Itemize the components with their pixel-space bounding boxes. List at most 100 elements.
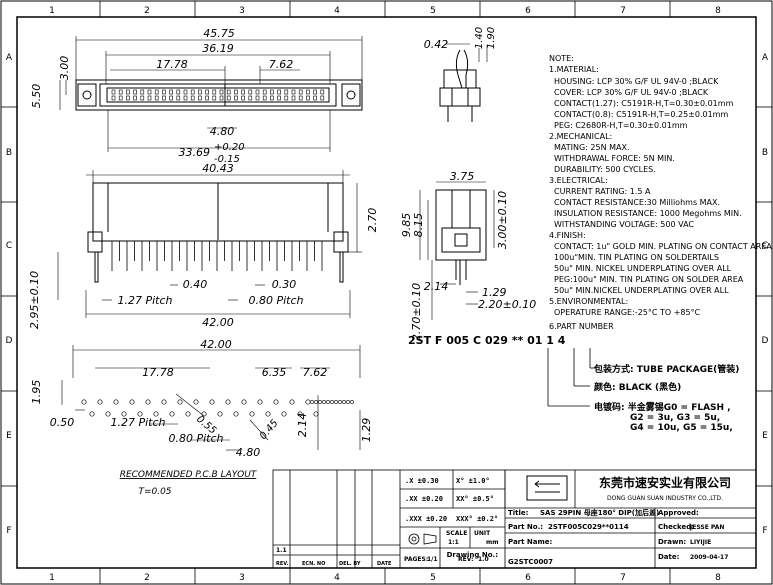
drawing-no-value: G2STC0007 bbox=[508, 558, 553, 566]
dim-body-length: 36.19 bbox=[202, 42, 234, 55]
company-name-cn: 东莞市速安实业有限公司 bbox=[599, 475, 731, 490]
tolerance-2: .XX ±0.20 bbox=[405, 495, 443, 503]
pcb-pad bbox=[97, 399, 103, 405]
top-pin bbox=[298, 95, 303, 101]
pcb-pad bbox=[289, 399, 295, 405]
dim-040: 0.40 bbox=[183, 278, 208, 291]
pcb-dim-1778: 17.78 bbox=[142, 366, 174, 379]
top-pin bbox=[226, 95, 231, 101]
top-pin bbox=[306, 89, 310, 95]
grid-col-label: 8 bbox=[715, 6, 721, 16]
drawing-no-label: Drawing No.: bbox=[447, 551, 499, 559]
pcb-pad bbox=[169, 411, 175, 417]
tolerance-3: .XXX ±0.20 bbox=[405, 515, 447, 523]
top-pin bbox=[270, 95, 274, 101]
note-line: CONTACT(1.27): C5191R-H,T=0.30±0.01mm bbox=[554, 99, 734, 108]
grid-col-label: 3 bbox=[239, 6, 245, 16]
title-block: .X ±0.30 .XX ±0.20 .XXX ±0.20 X° ±1.0° X… bbox=[272, 469, 757, 569]
pcb-pad bbox=[314, 400, 318, 404]
top-pin bbox=[154, 89, 159, 95]
grid-col-label: 8 bbox=[715, 573, 721, 583]
pcb-dim-4200: 42.00 bbox=[200, 338, 232, 351]
unit-label: UNIT bbox=[474, 530, 491, 537]
dim-front-height: 2.70 bbox=[366, 208, 379, 233]
package-option: 包装方式: TUBE PACKAGE(管装) bbox=[593, 363, 739, 375]
angle-tolerance-1: X° ±1.0° bbox=[456, 477, 490, 485]
grid-col-label: 2 bbox=[144, 6, 150, 16]
dim-480: 4.80 bbox=[210, 125, 235, 138]
top-pin bbox=[234, 95, 238, 101]
grid-row-label: D bbox=[762, 336, 769, 346]
top-pin bbox=[262, 89, 267, 95]
tolerance-1: .X ±0.30 bbox=[405, 477, 439, 485]
top-view: 45.75 36.19 17.78 7.62 4.80 33.69 +0.20 … bbox=[30, 27, 363, 165]
pcb-dim-045: 0.45 bbox=[258, 418, 281, 442]
grid-col-label: 7 bbox=[620, 573, 626, 583]
dim-overall-length: 45.75 bbox=[203, 27, 235, 40]
pcb-pad bbox=[350, 400, 354, 404]
note-line: 100u"MIN. TIN PLATING ON SOLDERTAILS bbox=[554, 253, 719, 262]
pcb-pad bbox=[326, 400, 330, 404]
grid-col-label: 1 bbox=[49, 6, 55, 16]
pcb-pad bbox=[153, 411, 159, 417]
top-pin bbox=[313, 89, 317, 95]
grid-col-label: 2 bbox=[144, 573, 150, 583]
pcb-pad bbox=[233, 411, 239, 417]
note-line: 50u" MIN. NICKEL UNDERPLATING OVER ALL bbox=[554, 264, 732, 273]
top-pin bbox=[298, 89, 303, 95]
note-line: 1.MATERIAL: bbox=[549, 65, 599, 74]
top-pin bbox=[205, 95, 209, 101]
rev-value: 1.0 bbox=[478, 556, 489, 563]
front-view: 40.43 2.70 0.40 0.30 1.27 Pitch 0.80 Pit… bbox=[28, 162, 379, 329]
pcb-layout-title: RECOMMENDED P.C.B LAYOUT bbox=[120, 470, 258, 480]
note-line: WITHSTANDING VOLTAGE: 500 VAC bbox=[554, 220, 694, 229]
plating-code-3: G4 = 10u, G5 = 15u, bbox=[630, 423, 733, 433]
pcb-pad bbox=[313, 411, 319, 417]
dim-190: 1.90 bbox=[486, 27, 497, 49]
revision-row: 1.1 bbox=[276, 547, 287, 554]
note-line: 4.FINISH: bbox=[549, 231, 586, 240]
rev-label: REV: bbox=[458, 556, 474, 563]
dim-762: 7.62 bbox=[269, 58, 294, 71]
date-value: 2009-04-17 bbox=[690, 554, 728, 561]
dim-295: 2.95±0.10 bbox=[28, 271, 41, 329]
grid-row-label: E bbox=[762, 431, 768, 441]
drawn-value: LIYIJIE bbox=[690, 539, 711, 546]
grid-row-label: A bbox=[6, 53, 13, 63]
top-pin bbox=[313, 95, 317, 101]
grid-col-label: 6 bbox=[525, 6, 531, 16]
top-pin bbox=[154, 95, 159, 101]
pcb-pad bbox=[225, 399, 231, 405]
pcb-pad bbox=[185, 411, 191, 417]
top-pin bbox=[255, 89, 260, 95]
approved-label: Approved: bbox=[658, 509, 699, 517]
pcb-dim-635: 6.35 bbox=[262, 366, 287, 379]
top-pin bbox=[270, 89, 274, 95]
pcb-dim-214: 2.14 bbox=[296, 413, 309, 438]
pcb-pad bbox=[281, 411, 287, 417]
dim-3369: 33.69 bbox=[179, 146, 211, 159]
grid-row-label: B bbox=[762, 148, 768, 158]
top-pin bbox=[133, 95, 137, 101]
top-pin bbox=[176, 89, 181, 95]
pcb-pad bbox=[177, 399, 183, 405]
ecn-header: ECN. NO bbox=[302, 561, 325, 567]
title-label: Title: bbox=[508, 509, 529, 517]
grid-row-label: C bbox=[6, 241, 12, 251]
checked-value: JESSE PAN bbox=[689, 524, 724, 531]
top-pin bbox=[277, 95, 281, 101]
pcb-pad bbox=[105, 411, 111, 417]
top-pin bbox=[320, 95, 325, 101]
front-pin-row bbox=[111, 241, 323, 271]
company-name-en: DONG GUAN SUAN INDUSTRY CO.,LTD. bbox=[607, 495, 723, 502]
company-logo bbox=[526, 475, 568, 501]
top-pin bbox=[284, 95, 289, 101]
dim-front-4200: 42.00 bbox=[202, 316, 234, 329]
dim-side-300: 3.00±0.10 bbox=[496, 191, 509, 249]
side-view: 3.75 9.85 8.15 3.00±0.10 2.14 2.70±0.10 … bbox=[400, 170, 536, 341]
grid-col-label: 4 bbox=[334, 573, 340, 583]
top-pin bbox=[140, 89, 145, 95]
top-pin bbox=[169, 89, 173, 95]
plating-code-1: 电镀码: 半金雾锡G0 = FLASH , bbox=[594, 401, 731, 413]
grid-row-label: E bbox=[6, 431, 12, 441]
